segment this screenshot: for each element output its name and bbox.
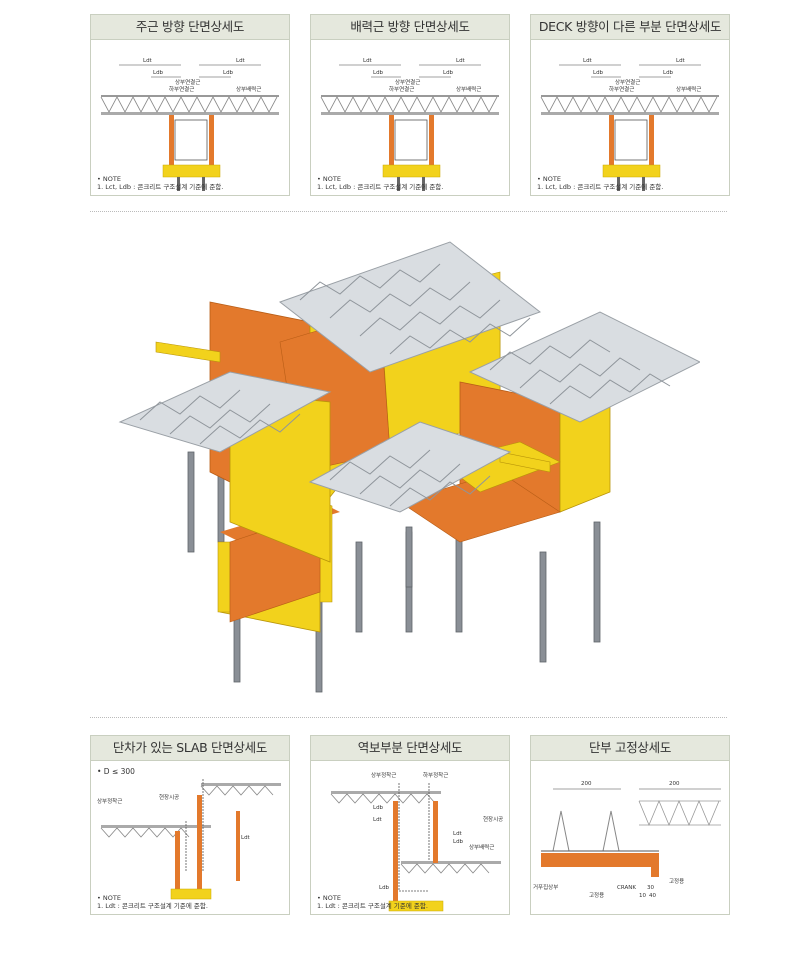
label-lower-anchor: 하부정착근	[423, 771, 448, 779]
card-inverted-beam: 역보부분 단면상세도 상부정착근 하부정착근 Ldb Ldt 현장시공 상부배력…	[310, 735, 510, 915]
lower-bar-label: 하부연결근	[609, 85, 634, 93]
label-crank: CRANK	[617, 885, 636, 891]
card-title: 단차가 있는 SLAB 단면상세도	[91, 736, 289, 761]
card-title: 주근 방향 단면상세도	[91, 15, 289, 40]
section-diagram: 상부정착근 하부정착근 Ldb Ldt 현장시공 상부배력근 Ldt Ldb L…	[330, 771, 503, 912]
lower-bar-label: 하부연결근	[389, 85, 414, 93]
upper-bar-label: 상부연결근	[615, 78, 640, 86]
ldt-right-label: Ldt	[676, 58, 686, 64]
divider	[90, 211, 727, 212]
card-title: 배력근 방향 단면상세도	[311, 15, 509, 40]
label-ldt: Ldt	[373, 817, 383, 823]
card-title: 역보부분 단면상세도	[311, 736, 509, 761]
label-upper-anchor: 상부정착근	[371, 771, 396, 779]
card-title: DECK 방향이 다른 부분 단면상세도	[531, 15, 729, 40]
card-deck-direction: DECK 방향이 다른 부분 단면상세도 Ldt Ldb Ldt Ldb 상부연…	[530, 14, 730, 196]
label-ldt-2: Ldt	[453, 831, 463, 837]
top-bar-label: 상부배력근	[676, 85, 701, 93]
ldt-left-label: Ldt	[143, 58, 153, 64]
ldb-left-label: Ldb	[373, 70, 384, 76]
card-main-direction: 주근 방향 단면상세도 Ldt Ldb Ldt Ldb 상부연결근 하부연결근 …	[90, 14, 290, 196]
dim-200-right: 200	[669, 781, 680, 787]
card-title: 단부 고정상세도	[531, 736, 729, 761]
section-diagram: Ldt Ldb Ldt Ldb 상부연결근 하부연결근 상부배력근	[100, 58, 279, 191]
label-ldb: Ldb	[373, 805, 384, 811]
upper-bar-label: 상부연결근	[395, 78, 420, 86]
ldb-left-label: Ldb	[153, 70, 164, 76]
dim-40: 40	[649, 893, 656, 899]
label-top-bar: 상부배력근	[469, 843, 494, 851]
note: • NOTE 1. Ldt : 콘크리트 구조설계 기준에 준함.	[317, 894, 428, 910]
ldb-right-label: Ldb	[663, 70, 674, 76]
section-diagram: Ldt Ldb Ldt Ldb 상부연결근 하부연결근 상부배력근	[320, 58, 499, 191]
section-diagram: 200 200 거푸집상부 고정용 CRANK 고정용 30 10 40	[533, 781, 721, 899]
section-diagram: Ldt Ldb Ldt Ldb 상부연결근 하부연결근 상부배력근	[540, 58, 719, 191]
dim-30: 30	[647, 885, 654, 891]
card-end-fixing: 단부 고정상세도 200 200 거푸집상부 고정용 CRANK 고정용 30 …	[530, 735, 730, 915]
upper-bar-label: 상부연결근	[175, 78, 200, 86]
top-bar-label: 상부배력근	[236, 85, 261, 93]
divider	[90, 717, 727, 718]
ldb-left-label: Ldb	[593, 70, 604, 76]
ldt-left-label: Ldt	[363, 58, 373, 64]
label-ldb-3: Ldb	[379, 885, 390, 891]
label-upper-anchor: 상부정착근	[97, 797, 122, 805]
lower-bar-label: 하부연결근	[169, 85, 194, 93]
isometric-deck-illustration	[118, 241, 700, 693]
label-site: 현장시공	[159, 793, 179, 801]
label-fixing: 고정용	[589, 892, 604, 899]
dim-10: 10	[639, 893, 646, 899]
ldb-right-label: Ldb	[223, 70, 234, 76]
label-ldb-2: Ldb	[453, 839, 464, 845]
note: • NOTE 1. Lct, Ldb : 콘크리트 구조설계 기준에 준함.	[317, 175, 444, 191]
note: • NOTE 1. Ldt : 콘크리트 구조설계 기준에 준함.	[97, 894, 208, 910]
card-distribution-direction: 배력근 방향 단면상세도 Ldt Ldb Ldt Ldb 상부연결근 하부연결근…	[310, 14, 510, 196]
label-site: 현장시공	[483, 815, 503, 823]
card-step-slab: 단차가 있는 SLAB 단면상세도 • D ≤ 300 상부정착근 현장시공 L…	[90, 735, 290, 915]
ldt-right-label: Ldt	[456, 58, 466, 64]
section-diagram: 상부정착근 현장시공 Ldt	[97, 779, 281, 900]
note: • NOTE 1. Lct, Ldb : 콘크리트 구조설계 기준에 준함.	[537, 175, 664, 191]
top-bar-label: 상부배력근	[456, 85, 481, 93]
condition-text: • D ≤ 300	[97, 767, 135, 776]
note: • NOTE 1. Lct, Ldb : 콘크리트 구조설계 기준에 준함.	[97, 175, 224, 191]
ldt-right-label: Ldt	[236, 58, 246, 64]
dim-200-left: 200	[581, 781, 592, 787]
ldt-left-label: Ldt	[583, 58, 593, 64]
ldb-right-label: Ldb	[443, 70, 454, 76]
label-form-top: 거푸집상부	[533, 883, 558, 891]
label-ldt: Ldt	[241, 835, 251, 841]
label-fixing-2: 고정용	[669, 878, 684, 885]
